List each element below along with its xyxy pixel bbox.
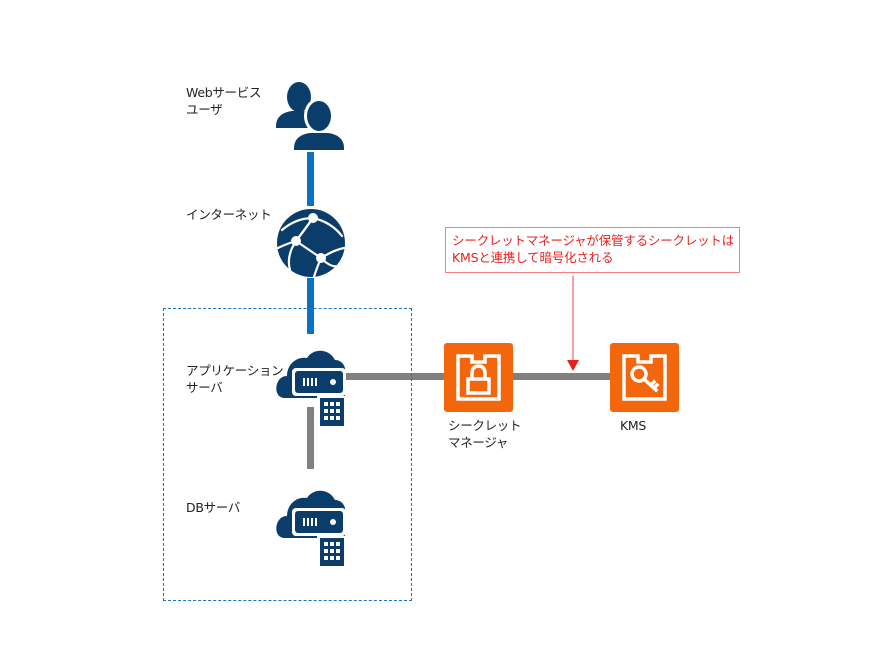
- secrets-manager-label: シークレット マネージャ: [448, 418, 522, 450]
- padlock-icon: [456, 354, 501, 401]
- db-server-label: DBサーバ: [186, 500, 241, 515]
- server-boundary-group: [163, 308, 412, 601]
- globe-network-icon: [276, 208, 346, 278]
- link-internet-app-server: [307, 278, 314, 334]
- key-icon: [622, 354, 667, 401]
- annotation-callout: シークレットマネージャが保管するシークレットは KMSと連携して暗号化される: [445, 227, 740, 273]
- users-icon: [274, 80, 350, 152]
- secrets-manager-node: [444, 343, 513, 412]
- app-server-label: アプリケーション サーバ: [186, 363, 284, 395]
- annotation-arrow: [566, 274, 580, 372]
- link-app-server-db-server: [307, 407, 314, 469]
- app-server-cloud-server-icon: [275, 340, 347, 428]
- link-app-server-secrets-manager: [345, 373, 445, 380]
- link-secrets-manager-to-kms-link: [512, 373, 612, 380]
- link-users-internet: [307, 148, 314, 206]
- internet-label: インターネット: [186, 207, 272, 222]
- kms-node: [610, 343, 679, 412]
- kms-label: KMS: [620, 418, 647, 433]
- db-server-cloud-server-icon: [275, 480, 347, 568]
- web-users-label: Webサービス ユーザ: [186, 85, 262, 117]
